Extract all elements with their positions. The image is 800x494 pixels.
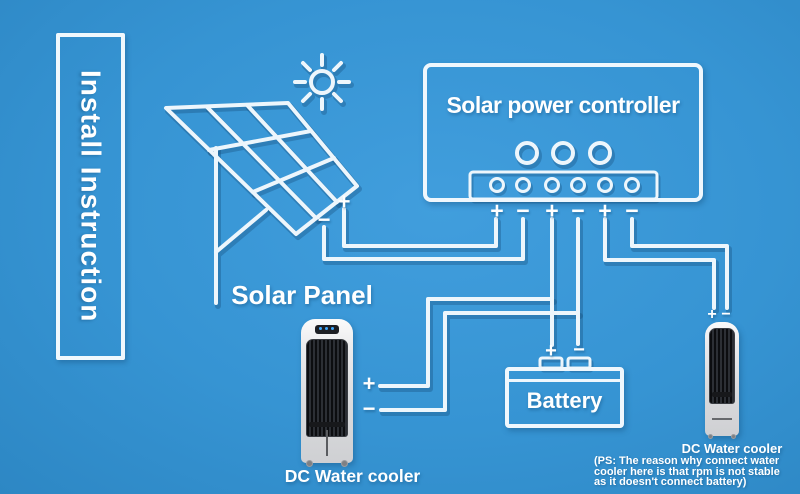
cooler-grille <box>306 339 348 437</box>
note-line-1: (PS: The reason why connect water <box>594 455 780 467</box>
cooler-right-label: DC Water cooler <box>681 441 783 456</box>
cooler-wheel <box>708 434 713 439</box>
dc-water-cooler-right <box>705 322 739 439</box>
solar-power-controller-box <box>423 63 703 202</box>
banner-title: Install Instruction <box>75 70 107 323</box>
cooler-right-minus-sign: − <box>721 306 731 323</box>
controller-terminal-sign-4: − <box>571 197 585 224</box>
battery-top-band <box>509 371 620 382</box>
battery-label: Battery <box>526 388 603 413</box>
cooler-right-note: (PS: The reason why connect water cooler… <box>594 456 800 488</box>
controller-terminal-sign-6: − <box>625 197 639 224</box>
cooler-wheel <box>341 460 348 467</box>
cooler-base-slit <box>712 418 732 420</box>
battery-plus-sign: + <box>545 340 557 362</box>
cooler-left-minus-sign: − <box>362 396 376 421</box>
note-line-2: cooler here is that rpm is not stable <box>594 465 780 478</box>
battery-box: Battery <box>505 367 624 428</box>
panel-minus-sign: − <box>317 207 331 232</box>
controller-terminal-sign-2: − <box>516 197 530 224</box>
cooler-grille <box>709 328 735 404</box>
controller-title: Solar power controller <box>446 92 680 118</box>
cooler-wheel <box>731 434 736 439</box>
cooler-left-label: DC Water cooler <box>284 466 421 486</box>
panel-plus-sign: + <box>337 189 351 214</box>
solar-panel-label: Solar Panel <box>231 280 373 310</box>
install-instruction-banner: Install Instruction <box>56 33 125 360</box>
cooler-base-slit <box>326 430 328 456</box>
cooler-control-panel <box>315 325 339 334</box>
dc-water-cooler-left <box>301 319 353 467</box>
battery-minus-sign: − <box>573 339 585 361</box>
controller-terminal-sign-3: + <box>545 197 559 224</box>
note-line-3: as it doesn't connect battery) <box>594 476 747 488</box>
controller-terminal-sign-1: + <box>490 197 504 224</box>
cooler-right-plus-sign: + <box>707 306 717 323</box>
controller-terminal-sign-5: + <box>598 197 612 224</box>
cooler-wheel <box>306 460 313 467</box>
cooler-left-plus-sign: + <box>362 371 376 396</box>
